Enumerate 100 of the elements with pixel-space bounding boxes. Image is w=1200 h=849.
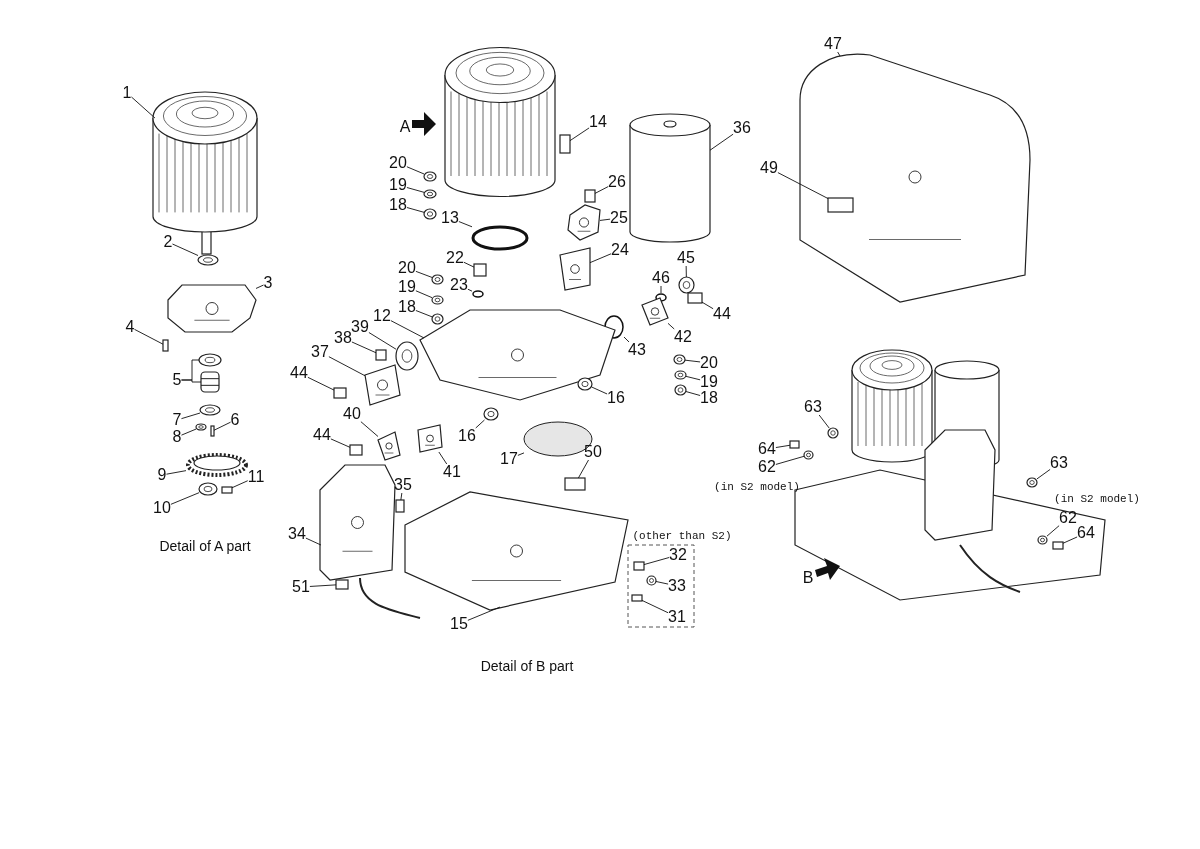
cushion-drawing [674,384,687,396]
leader-line [305,537,322,546]
base-plate-drawing [404,491,629,611]
callout-number: 3 [263,275,273,291]
impeller-drawing [186,453,248,477]
nut-drawing [673,354,686,365]
seal-ring-drawing [199,404,221,416]
callout-number: 19 [700,374,718,390]
callout-number: 62 [758,459,776,475]
flange-drawing [377,431,401,461]
screw-drawing [584,189,596,203]
gasket-drawing [417,424,443,453]
callout-number: 20 [398,260,416,276]
nut-drawing [631,594,643,602]
screw-drawing [789,440,800,449]
callout-number: 33 [668,578,686,594]
leader-line [775,444,791,448]
note-text: (in S2 model) [1054,493,1140,505]
spring-drawing [200,371,220,393]
callout-number: 20 [700,355,718,371]
callout-number: 37 [311,344,329,360]
leader-line [170,492,200,505]
leader-line [166,470,187,475]
leader-line [181,379,202,383]
callout-number: 8 [172,429,182,445]
cushion-drawing [431,313,444,325]
leader-line [406,166,425,175]
screw-drawing [221,486,233,494]
washer-drawing [197,254,219,266]
callout-number: 23 [450,277,468,293]
callout-number: 31 [668,609,686,625]
leader-line [415,310,433,318]
leader-line [213,421,231,431]
leader-line [390,320,425,339]
washer-drawing [431,295,444,305]
callout-number: 20 [389,155,407,171]
callout-number: 19 [389,177,407,193]
callout-number: 63 [804,399,822,415]
leader-line [406,187,425,193]
cushion-drawing [423,208,437,220]
caption-text: Detail of B part [480,659,574,673]
leader-line [475,419,485,429]
leader-line [330,438,351,448]
callout-number: 19 [398,279,416,295]
leader-line [777,172,829,199]
caption-text: Detail of A part [159,539,251,553]
leader-line [415,270,433,278]
callout-number: 18 [398,299,416,315]
callout-number: 17 [500,451,518,467]
callout-number: 51 [292,579,310,595]
callout-number: 44 [713,306,731,322]
o-ring-drawing [472,290,484,298]
leader-line [643,557,670,566]
washer-drawing [1037,535,1048,545]
callout-number: 45 [677,250,695,266]
leader-line [641,599,669,614]
washer-drawing [803,450,814,460]
screw-drawing [1052,541,1064,550]
leader-line [685,391,701,396]
leader-line [569,127,590,142]
leader-line [255,284,264,289]
callout-number: 34 [288,526,306,542]
callout-number: 18 [700,390,718,406]
screw-drawing [395,499,405,513]
view-letter: B [802,570,814,586]
bolt-drawing [333,387,347,399]
plate-drawing [641,297,669,326]
leader-line [181,412,201,420]
screw-drawing [162,339,169,352]
callout-number: 42 [674,329,692,345]
callout-number: 32 [669,547,687,563]
view-letter: A [399,119,411,135]
tank-drawing [629,113,711,243]
leader-line [709,133,734,151]
callout-number: 12 [373,308,391,324]
callout-number: 62 [1059,510,1077,526]
screw-drawing [646,575,657,586]
leader-line [309,584,337,587]
leader-line [837,51,841,57]
callout-number: 64 [1077,525,1095,541]
sticker-drawing [564,477,586,491]
leader-line [1036,469,1051,480]
leader-line [667,322,675,330]
washer-drawing [423,189,437,199]
leader-line [360,421,379,437]
leader-line [307,376,335,391]
callout-number: 25 [610,210,628,226]
leader-line [351,341,377,354]
washer-drawing [195,423,207,431]
callout-number: 2 [163,234,173,250]
leader-line [231,480,249,489]
clip-drawing [633,561,645,571]
label-plate-drawing [827,197,854,213]
leader-line [134,328,164,345]
motor-drawing [152,91,258,233]
note-text: (in S2 model) [714,481,800,493]
callout-number: 36 [733,120,751,136]
leader-line [685,265,687,278]
switch-box-drawing [319,464,396,581]
leader-line [818,414,830,429]
